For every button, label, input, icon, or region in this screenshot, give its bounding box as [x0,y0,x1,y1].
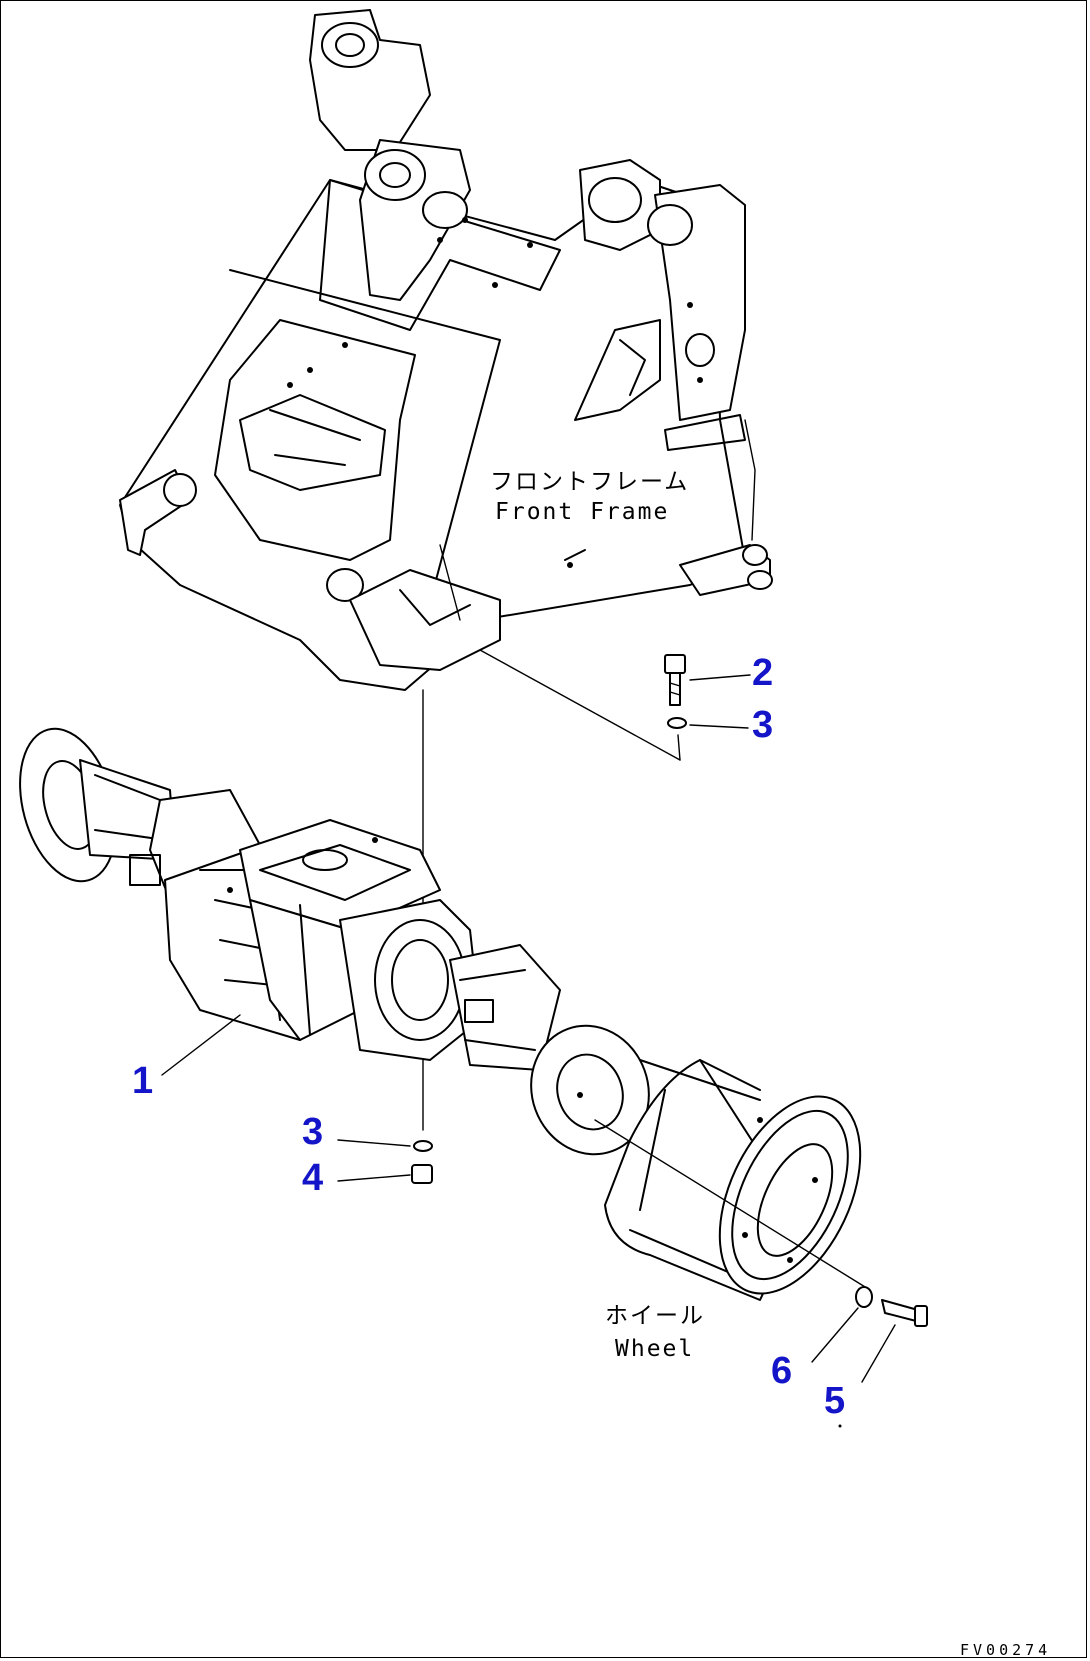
callout-3-top: 3 [752,704,773,746]
callout-1: 1 [132,1060,153,1102]
drawing-code: FV00274 [960,1641,1051,1659]
install-line-wheel [594,1119,871,1291]
leader-3-top [689,724,749,729]
nut-4 [411,1164,433,1184]
wheel-label-jp: ホイール [605,1303,705,1329]
leader-6 [811,1307,859,1363]
bolt-5 [881,1299,928,1327]
callout-5: 5 [824,1380,845,1422]
callout-3-bottom: 3 [302,1111,323,1153]
callout-6: 6 [771,1350,792,1392]
wheel-label-en: Wheel [615,1336,694,1362]
front-frame-label-en: Front Frame [495,499,669,525]
washer-6 [855,1286,873,1308]
bolt-2 [664,654,686,706]
front-frame-label-jp: フロントフレーム [490,469,689,495]
front-frame [119,9,773,691]
washer-3-top [667,717,687,729]
wheel-rim [604,1059,862,1301]
leader-5 [861,1324,896,1383]
leader-2 [689,674,751,681]
leader-3-bottom [337,1139,411,1147]
install-line-bolt [479,649,681,761]
leader-4 [337,1174,411,1182]
callout-2: 2 [752,652,773,694]
washer-3-bottom [413,1140,433,1152]
axle-assembly [19,727,650,1156]
leader-1 [161,1014,241,1076]
callout-4: 4 [302,1157,323,1199]
